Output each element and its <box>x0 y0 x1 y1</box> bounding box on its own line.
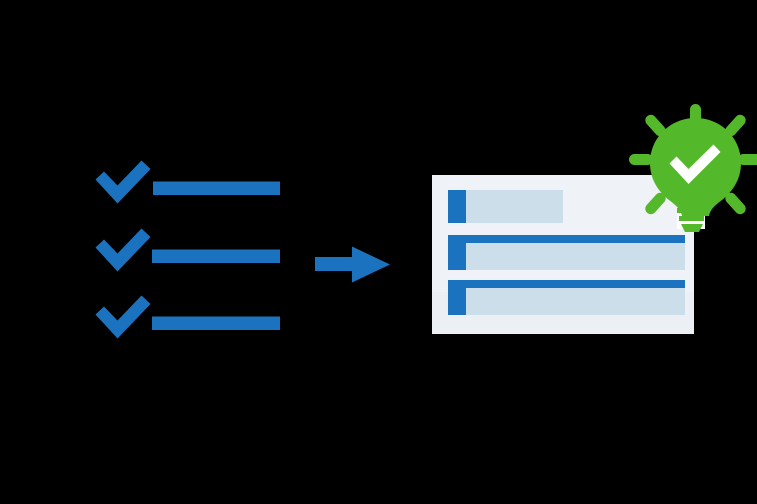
ray-top-right <box>725 114 746 137</box>
card-row-top-edge <box>448 280 685 288</box>
ray-bottom-right <box>725 192 746 215</box>
ray-top-left <box>645 114 666 137</box>
checklist-item-1[interactable] <box>95 160 281 204</box>
ray-left <box>629 154 653 165</box>
check-icon <box>95 228 151 272</box>
card-row-accent <box>448 280 466 315</box>
ray-right <box>738 154 757 165</box>
check-icon <box>95 160 151 204</box>
card-row-1[interactable] <box>448 190 563 223</box>
card-row-top-edge <box>448 235 685 243</box>
check-icon <box>95 295 151 339</box>
card-row-3[interactable] <box>448 280 685 315</box>
card-row-accent <box>448 190 466 223</box>
ray-bottom-left <box>645 192 666 215</box>
card-row-body <box>466 190 563 223</box>
checklist-item-3[interactable] <box>95 295 281 339</box>
card-row-accent <box>448 235 466 270</box>
checklist-bar <box>152 316 280 330</box>
card-row-2[interactable] <box>448 235 685 270</box>
card-row-body <box>466 243 685 270</box>
arrow-right-icon <box>315 246 390 283</box>
checklist-bar <box>152 249 280 263</box>
checklist-item-2[interactable] <box>95 228 281 272</box>
checklist-bar <box>153 181 280 195</box>
lightbulb-check-icon <box>669 144 721 184</box>
card-row-body <box>466 288 685 315</box>
